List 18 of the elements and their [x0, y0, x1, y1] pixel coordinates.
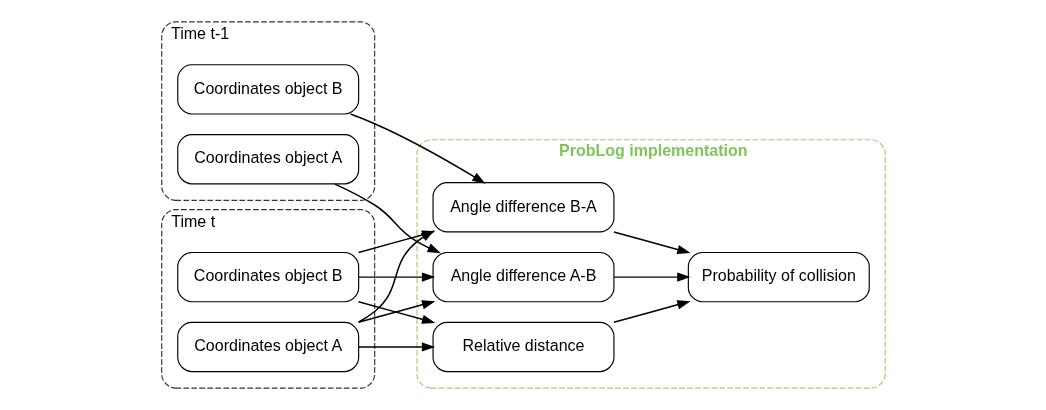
- arrow: [612, 272, 690, 282]
- cluster: [160, 209, 375, 389]
- node-box: Relative distance: [432, 321, 614, 373]
- node-box: Angle difference B-A: [432, 182, 614, 233]
- node-box: Probability of collision: [687, 251, 870, 303]
- node-label: Time t-1: [170, 24, 229, 43]
- arrow: [357, 272, 435, 282]
- node-box: Coordinates object B: [176, 64, 359, 115]
- node-box: Coordinates object A: [176, 134, 359, 185]
- node-label: Time t: [170, 211, 215, 230]
- arrow: [612, 300, 691, 324]
- arrow: [612, 231, 691, 255]
- node-box: Coordinates object A: [176, 321, 359, 373]
- cluster: [160, 21, 375, 201]
- node-box: Angle difference A-B: [432, 251, 614, 303]
- arrow: [349, 113, 486, 184]
- node-box: Coordinates object B: [176, 251, 359, 303]
- arrow: [357, 342, 435, 352]
